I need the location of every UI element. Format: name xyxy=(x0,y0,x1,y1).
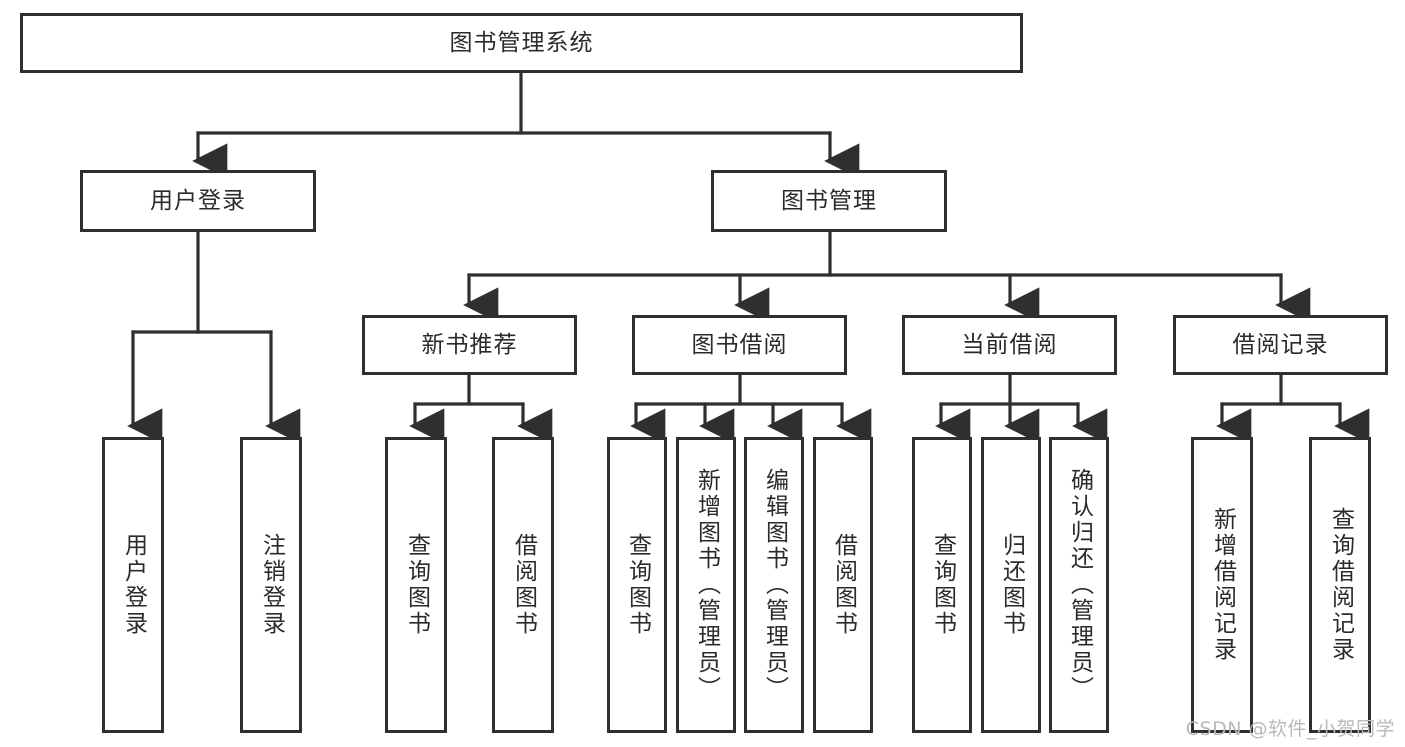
node-root-book-management-system[interactable]: 图书管理系统 xyxy=(20,13,1023,73)
node-leaf-borrow-book[interactable]: 借阅图书 xyxy=(813,437,873,733)
node-label: 编辑图书（管理员） xyxy=(761,468,788,702)
node-current-borrow[interactable]: 当前借阅 xyxy=(902,315,1117,375)
node-label: 注销登录 xyxy=(258,533,285,637)
node-leaf-return-book[interactable]: 归还图书 xyxy=(981,437,1041,733)
node-leaf-query-book-borrow[interactable]: 查询图书 xyxy=(607,437,667,733)
node-label: 新书推荐 xyxy=(421,331,518,358)
node-label: 确认归还（管理员） xyxy=(1066,468,1093,702)
node-label: 图书管理系统 xyxy=(449,29,594,56)
node-label: 用户登录 xyxy=(150,187,246,214)
node-label: 图书借阅 xyxy=(691,331,788,358)
node-leaf-add-borrow-record[interactable]: 新增借阅记录 xyxy=(1191,437,1253,733)
node-label: 查询图书 xyxy=(929,533,956,637)
node-label: 借阅图书 xyxy=(830,533,857,637)
node-book-management[interactable]: 图书管理 xyxy=(711,170,947,232)
node-leaf-query-borrow-record[interactable]: 查询借阅记录 xyxy=(1309,437,1371,733)
watermark: CSDN @软件_小贺同学 xyxy=(1185,718,1395,740)
node-leaf-logout-login[interactable]: 注销登录 xyxy=(240,437,302,733)
node-label: 用户登录 xyxy=(120,533,147,637)
node-label: 借阅记录 xyxy=(1232,331,1329,358)
node-label: 归还图书 xyxy=(998,533,1025,637)
node-label: 新增图书（管理员） xyxy=(693,468,720,702)
node-new-book-recommend[interactable]: 新书推荐 xyxy=(362,315,577,375)
node-label: 查询借阅记录 xyxy=(1327,507,1354,663)
node-book-borrow[interactable]: 图书借阅 xyxy=(632,315,847,375)
node-leaf-query-book-current[interactable]: 查询图书 xyxy=(912,437,972,733)
node-label: 查询图书 xyxy=(624,533,651,637)
node-leaf-edit-book[interactable]: 编辑图书（管理员） xyxy=(744,437,804,733)
node-label: 图书管理 xyxy=(781,187,877,214)
node-leaf-add-book[interactable]: 新增图书（管理员） xyxy=(676,437,736,733)
node-label: 借阅图书 xyxy=(510,533,537,637)
node-label: 查询图书 xyxy=(403,533,430,637)
node-label: 新增借阅记录 xyxy=(1209,507,1236,663)
node-leaf-user-login[interactable]: 用户登录 xyxy=(102,437,164,733)
node-label: 当前借阅 xyxy=(961,331,1058,358)
node-leaf-borrow-book-recommend[interactable]: 借阅图书 xyxy=(492,437,554,733)
node-user-login[interactable]: 用户登录 xyxy=(80,170,316,232)
node-leaf-confirm-return[interactable]: 确认归还（管理员） xyxy=(1049,437,1109,733)
node-borrow-record[interactable]: 借阅记录 xyxy=(1173,315,1388,375)
node-leaf-query-book-recommend[interactable]: 查询图书 xyxy=(385,437,447,733)
